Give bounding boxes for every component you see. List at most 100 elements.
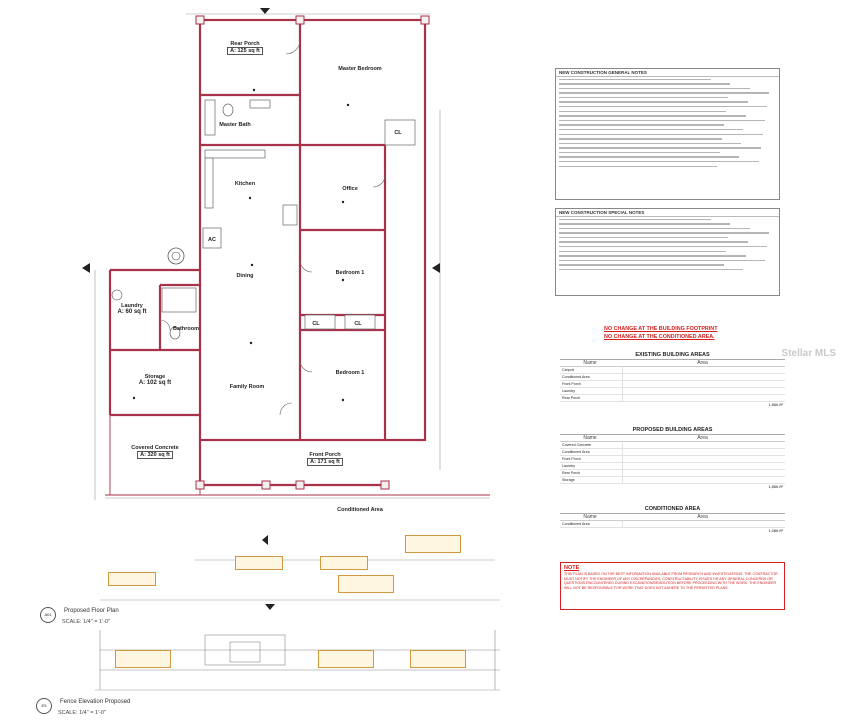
general-notes-title: NEW CONSTRUCTION GENERAL NOTES (556, 69, 779, 77)
existing-areas-header: Name Area (560, 360, 785, 367)
row-name: Laundry (562, 389, 575, 393)
row-name: Front Porch (562, 457, 581, 461)
table-row: Laundry (560, 463, 785, 470)
note-line (556, 104, 779, 109)
special-notes-panel: NEW CONSTRUCTION SPECIAL NOTES (555, 208, 780, 296)
note-line (556, 132, 779, 137)
proposed-col-area: Area (697, 435, 708, 441)
warning-footprint: NO CHANGE AT THE BUILDING FOOTPRINT (604, 326, 718, 332)
warning-conditioned-area: NO CHANGE AT THE CONDITIONED AREA. (604, 334, 715, 340)
note-line (556, 249, 779, 254)
closet-label-3: CL (394, 130, 402, 136)
note-line (556, 222, 779, 227)
note-line (556, 118, 779, 123)
note-line (556, 146, 779, 151)
note-line (556, 217, 779, 222)
conditioned-area-title: CONDITIONED AREA (560, 506, 785, 514)
row-area (622, 477, 785, 483)
proposed-col-name: Name (583, 435, 597, 441)
master-bath-label: Master Bath (219, 122, 251, 128)
table-row: Rear Porch (560, 470, 785, 477)
row-name: Conditioned Area (562, 375, 590, 379)
table-row: Conditioned Area (560, 374, 785, 381)
row-area (622, 381, 785, 387)
family-room-label: Family Room (229, 384, 265, 390)
row-area (622, 463, 785, 469)
note-line (556, 267, 779, 272)
floor-plan-title: Proposed Floor Plan (64, 608, 119, 614)
row-name: Storage (562, 478, 575, 482)
conditioned-area-label: Conditioned Area (337, 507, 383, 513)
note-line (556, 82, 779, 87)
note-line (556, 254, 779, 259)
master-bedroom-label: Master Bedroom (338, 66, 382, 72)
fence-callout-2 (235, 556, 283, 570)
note-line (556, 263, 779, 268)
table-row: Front Porch (560, 456, 785, 463)
elevation-title: Fence Elevation Proposed (60, 699, 131, 705)
existing-col-name: Name (583, 360, 597, 366)
fence-callout-4 (405, 535, 461, 553)
table-row: Conditioned Area (560, 449, 785, 456)
floor-plan-number-badge: A01 (40, 607, 56, 623)
note-line (556, 114, 779, 119)
note-line (556, 100, 779, 105)
front-porch-label: Front Porch A: 171 sq ft (300, 452, 350, 466)
elevation-callout-3 (410, 650, 466, 668)
closet-label-1: CL (312, 321, 320, 327)
row-name: Conditioned Area (562, 450, 590, 454)
row-name: Front Porch (562, 382, 581, 386)
row-area (622, 521, 785, 527)
note-line (556, 150, 779, 155)
proposed-areas-total: 1,866 ft² (768, 484, 783, 489)
note-line (556, 244, 779, 249)
conditioned-area-header: Name Area (560, 514, 785, 521)
table-row: Storage (560, 477, 785, 484)
note-line (556, 235, 779, 240)
row-area (622, 395, 785, 401)
elevation-number-badge: E5 (36, 698, 52, 714)
note-text: THIS PLAN IS BASED ON THE BEST INFORMATI… (564, 572, 778, 590)
note-line (556, 95, 779, 100)
ac-label: AC (208, 237, 216, 243)
conditioned-area-total: 1,086 ft² (768, 528, 783, 533)
laundry-label: Laundry A: 60 sq ft (117, 303, 147, 315)
storage-label: Storage A: 102 sq ft (138, 374, 172, 386)
elevation-callout-2 (318, 650, 374, 668)
existing-areas-total: 1,866 ft² (768, 402, 783, 407)
table-row: Front Porch (560, 381, 785, 388)
row-name: Laundry (562, 464, 575, 468)
elevation-callout-1 (115, 650, 171, 668)
note-line (556, 226, 779, 231)
note-line (556, 164, 779, 169)
row-name: Rear Porch (562, 396, 581, 400)
row-area (622, 388, 785, 394)
note-line (556, 258, 779, 263)
row-area (622, 442, 785, 448)
row-area (622, 456, 785, 462)
elevation-scale: SCALE: 1/4" = 1'-0" (58, 710, 106, 716)
floor-plan-scale: SCALE: 1/4" = 1'-0" (62, 619, 110, 625)
note-line (556, 231, 779, 236)
dining-label: Dining (236, 273, 254, 279)
existing-areas-title: EXISTING BUILDING AREAS (560, 352, 785, 360)
conditioned-area-table: CONDITIONED AREA Name Area Conditioned A… (560, 506, 785, 534)
bedroom-1-lower-label: Bedroom 1 (335, 370, 365, 376)
note-line (556, 127, 779, 132)
note-line (556, 137, 779, 142)
note-line (556, 86, 779, 91)
row-area (622, 374, 785, 380)
covered-concrete-label: Covered Concrete A: 320 sq ft (131, 445, 179, 459)
note-line (556, 91, 779, 96)
conditioned-col-area: Area (697, 514, 708, 520)
table-row: Carport (560, 367, 785, 374)
note-line (556, 109, 779, 114)
fence-callout-5 (338, 575, 394, 593)
conditioned-col-name: Name (583, 514, 597, 520)
row-name: Rear Porch (562, 471, 581, 475)
note-line (556, 240, 779, 245)
row-area (622, 470, 785, 476)
watermark: Stellar MLS (781, 348, 836, 359)
engineer-note-box: NOTE THIS PLAN IS BASED ON THE BEST INFO… (560, 562, 785, 610)
fence-callout-3 (320, 556, 368, 570)
